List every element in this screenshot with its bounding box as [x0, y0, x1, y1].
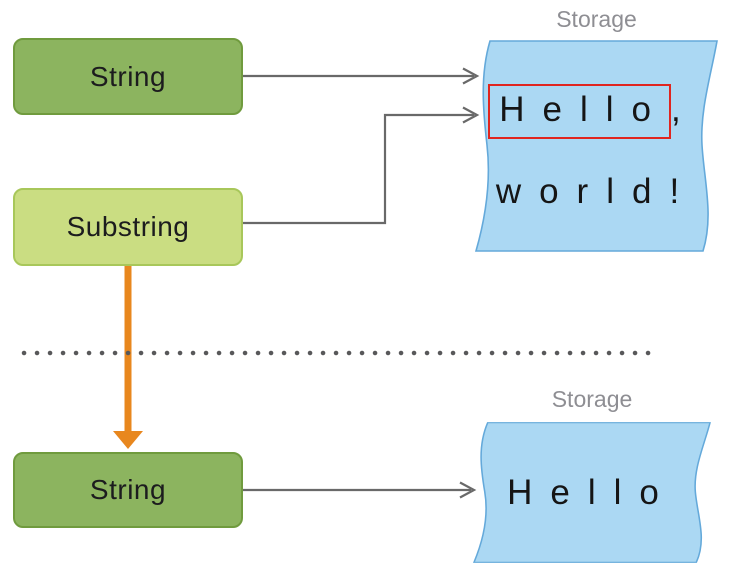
- substring-highlight-box: Hello: [488, 84, 672, 139]
- bottom-string-to-storage-arrow: [243, 481, 477, 499]
- storage-line1-suffix: ,: [671, 90, 699, 129]
- storage-text-line2: world!: [495, 172, 698, 211]
- storage-title-top: Storage: [556, 6, 637, 32]
- storage-wave-shape: [473, 422, 711, 563]
- substring-node: Substring: [13, 188, 243, 266]
- arrowhead-right-icon: [462, 106, 480, 124]
- substring-to-storage-arrow: [243, 106, 480, 225]
- string-node-bottom: String: [13, 452, 243, 528]
- string-node-label: String: [89, 474, 167, 505]
- arrowhead-right-icon: [459, 481, 477, 499]
- storage-text-line1: Hello: [507, 473, 677, 512]
- storage-text-line1: Hello ,: [475, 84, 712, 139]
- string-node-top: String: [13, 38, 243, 115]
- substring-to-string-orange-arrow: [113, 266, 143, 449]
- storage-block-bottom: Hello: [473, 422, 711, 563]
- storage-wave-shape: [475, 40, 718, 252]
- substring-node-label: Substring: [66, 211, 190, 242]
- string-node-label: String: [89, 60, 167, 92]
- arrowhead-down-icon: [113, 431, 143, 449]
- storage-block-top: Hello , world!: [475, 40, 718, 252]
- string-to-storage-arrow: [243, 67, 480, 85]
- storage-title-bottom: Storage: [551, 386, 633, 412]
- arrowhead-right-icon: [462, 67, 480, 85]
